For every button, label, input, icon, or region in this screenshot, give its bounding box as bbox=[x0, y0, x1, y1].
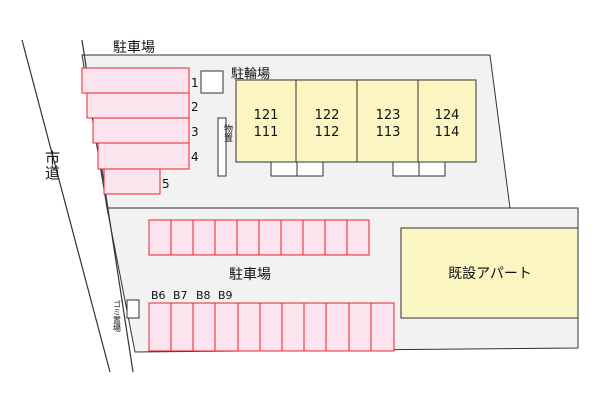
parking-top-label: 駐車場 bbox=[113, 39, 155, 56]
unit-lower-number: 113 bbox=[376, 125, 401, 140]
lot-number: 2 bbox=[191, 100, 199, 114]
storage-box bbox=[217, 117, 227, 177]
left-parking-stalls bbox=[81, 67, 190, 195]
building-outline bbox=[235, 79, 477, 163]
stall-4 bbox=[97, 142, 190, 170]
street-label: 市道 bbox=[43, 150, 61, 180]
unit-lower-number: 111 bbox=[254, 125, 279, 140]
bicycle-parking-label: 駐輪場 bbox=[231, 66, 270, 82]
unit-upper-number: 122 bbox=[315, 108, 340, 123]
bottom-parking-row bbox=[148, 302, 395, 352]
lot-number: 5 bbox=[162, 177, 170, 191]
bottom-stall-label: B6 bbox=[151, 289, 166, 302]
bottom-stall-label: B9 bbox=[218, 289, 233, 302]
unit-upper-number: 124 bbox=[435, 108, 460, 123]
bottom-stall-label: B7 bbox=[173, 289, 188, 302]
main-building bbox=[235, 79, 477, 163]
unit-lower-number: 114 bbox=[435, 125, 460, 140]
lot-number: 3 bbox=[191, 125, 199, 139]
parking-bottom-label: 駐車場 bbox=[229, 266, 271, 283]
stall-2 bbox=[86, 92, 190, 119]
unit-lower-number: 112 bbox=[315, 125, 340, 140]
storage-label: 物置 bbox=[222, 123, 233, 142]
stall-3 bbox=[92, 117, 190, 144]
lot-number: 4 bbox=[191, 150, 199, 164]
stall-1 bbox=[81, 67, 190, 94]
garbage-box bbox=[126, 299, 140, 319]
unit-upper-number: 123 bbox=[376, 108, 401, 123]
existing-apartment-label: 既設アパート bbox=[448, 266, 532, 282]
stall-5 bbox=[103, 168, 161, 195]
bottom-stall-label: B8 bbox=[196, 289, 211, 302]
road-edge-left bbox=[21, 39, 111, 373]
bottom-parking-outline bbox=[148, 302, 395, 352]
lot-number: 1 bbox=[191, 76, 199, 90]
garbage-label: ゴミ置場 bbox=[113, 299, 122, 333]
unit-upper-number: 121 bbox=[254, 108, 279, 123]
bicycle-parking-box bbox=[200, 70, 224, 94]
existing-apartment-box bbox=[400, 227, 579, 319]
middle-parking-row bbox=[148, 219, 370, 256]
